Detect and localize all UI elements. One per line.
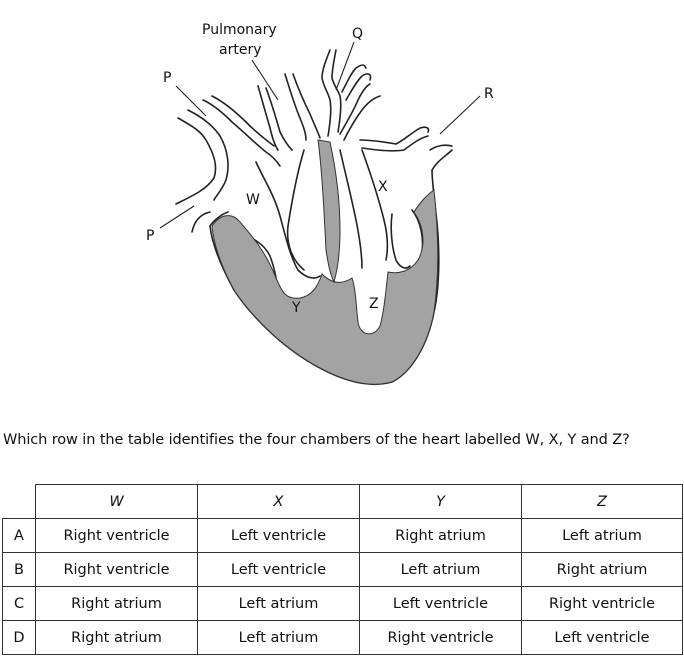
- table-cell: Left atrium: [197, 586, 360, 621]
- table-cell: Right atrium: [35, 586, 198, 621]
- label-pulmonary-artery-line1: Pulmonary: [202, 22, 277, 38]
- table-cell: Left ventricle: [359, 586, 522, 621]
- label-p-upper: P: [163, 70, 171, 86]
- table-row-c[interactable]: C Right atrium Left atrium Left ventricl…: [2, 586, 683, 621]
- heart-diagram: Pulmonary artery P P Q R W X Y Z: [146, 22, 494, 386]
- row-key: A: [2, 518, 36, 553]
- row-key: C: [2, 586, 36, 621]
- label-z: Z: [369, 296, 379, 312]
- septum-wall: [317, 139, 341, 284]
- column-header-w: W: [35, 484, 198, 519]
- leader-lines: [159, 41, 481, 229]
- label-pulmonary-artery-line2: artery: [219, 42, 261, 58]
- table-cell: Right ventricle: [359, 620, 522, 655]
- heart-wall: [211, 189, 439, 385]
- table-cell: Left atrium: [197, 620, 360, 655]
- table-row-b[interactable]: B Right ventricle Left ventricle Left at…: [2, 552, 683, 587]
- table-cell: Left ventricle: [521, 620, 683, 655]
- table-row-a[interactable]: A Right ventricle Left ventricle Right a…: [2, 518, 683, 553]
- label-w: W: [246, 192, 260, 208]
- column-header-x: X: [197, 484, 360, 519]
- table-cell: Right ventricle: [35, 518, 198, 553]
- table-row-d[interactable]: D Right atrium Left atrium Right ventric…: [2, 620, 683, 655]
- table-cell: Right ventricle: [35, 552, 198, 587]
- table-cell: Right atrium: [521, 552, 683, 587]
- table-cell: Left ventricle: [197, 552, 360, 587]
- table-cell: Left atrium: [359, 552, 522, 587]
- label-r: R: [484, 86, 494, 102]
- question-text: Which row in the table identifies the fo…: [3, 432, 630, 448]
- label-y: Y: [291, 300, 301, 316]
- column-header-y: Y: [359, 484, 522, 519]
- label-q: Q: [352, 26, 363, 42]
- label-p-lower: P: [146, 228, 154, 244]
- table-cell: Left atrium: [521, 518, 683, 553]
- table-cell: Right atrium: [359, 518, 522, 553]
- table-corner: [2, 484, 36, 519]
- row-key: D: [2, 620, 36, 655]
- table-header-row: W X Y Z: [2, 484, 683, 519]
- table-cell: Right ventricle: [521, 586, 683, 621]
- table-cell: Left ventricle: [197, 518, 360, 553]
- row-key: B: [2, 552, 36, 587]
- column-header-z: Z: [521, 484, 683, 519]
- label-x: X: [378, 179, 388, 195]
- answer-table: W X Y Z A Right ventricle Left ventricle…: [2, 484, 683, 655]
- table-cell: Right atrium: [35, 620, 198, 655]
